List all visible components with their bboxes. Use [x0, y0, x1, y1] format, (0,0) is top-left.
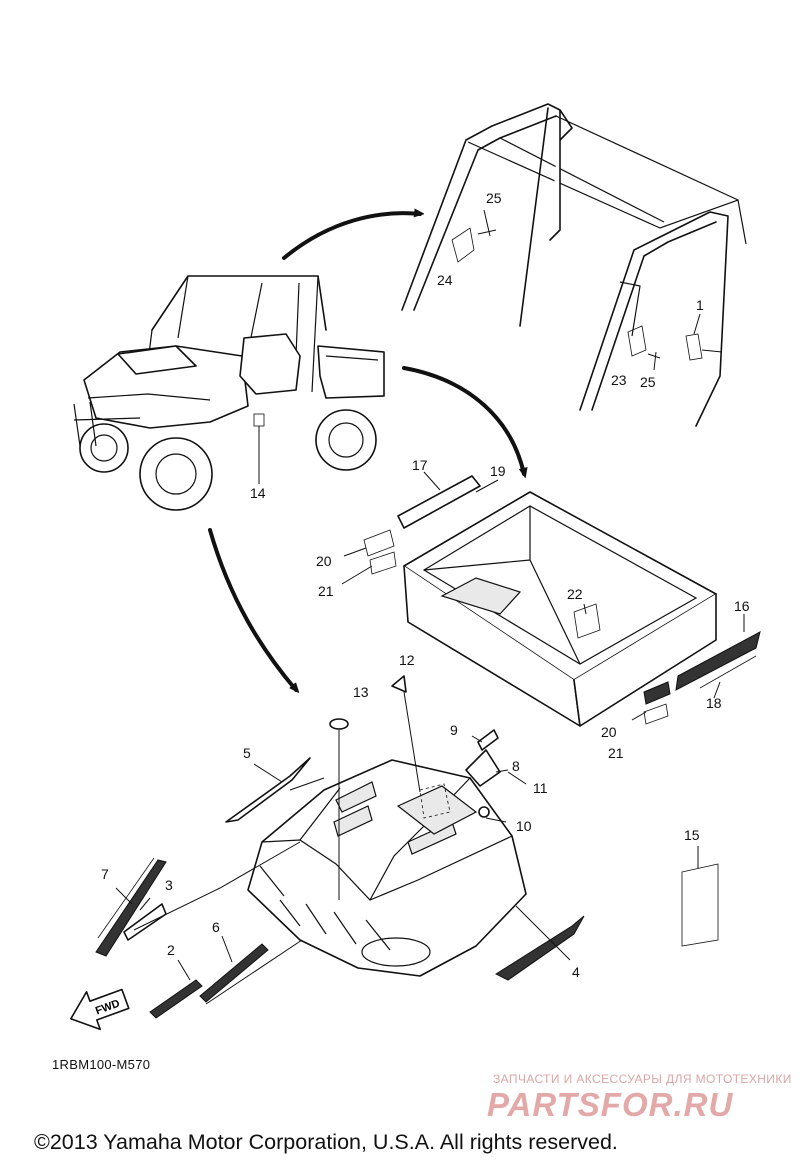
cargo-bed — [341, 471, 761, 727]
callout-11: 11 — [533, 780, 548, 796]
callout-21a: 21 — [318, 583, 334, 599]
callout-2: 2 — [167, 942, 175, 958]
callout-4: 4 — [572, 964, 580, 980]
callout-13: 13 — [353, 684, 369, 700]
callout-19: 19 — [490, 463, 506, 479]
callout-9: 9 — [450, 722, 458, 738]
callout-7: 7 — [101, 866, 109, 882]
callout-20b: 20 — [601, 724, 617, 740]
copyright-notice: ©2013 Yamaha Motor Corporation, U.S.A. A… — [34, 1130, 618, 1154]
vehicle-overview — [73, 275, 385, 511]
callout-18: 18 — [706, 695, 722, 711]
callout-21b: 21 — [608, 745, 624, 761]
callout-17: 17 — [412, 457, 428, 473]
callout-5: 5 — [243, 745, 251, 761]
callout-16: 16 — [734, 598, 750, 614]
flow-arrows — [208, 213, 524, 690]
callout-10: 10 — [516, 818, 532, 834]
callout-25b: 25 — [640, 374, 656, 390]
callout-20a: 20 — [316, 553, 332, 569]
callout-22: 22 — [567, 586, 583, 602]
callout-8: 8 — [512, 758, 520, 774]
callout-6: 6 — [212, 919, 220, 935]
callout-12: 12 — [399, 652, 415, 668]
callout-24: 24 — [437, 272, 453, 288]
diagram-code: 1RBM100-M570 — [52, 1057, 151, 1072]
watermark-tagline: ЗАПЧАСТИ И АКСЕССУАРЫ ДЛЯ МОТОТЕХНИКИ — [493, 1072, 792, 1086]
callout-3: 3 — [165, 877, 173, 893]
callout-14: 14 — [250, 485, 266, 501]
callout-23: 23 — [611, 372, 627, 388]
watermark-brand: PARTSFOR.RU — [487, 1086, 734, 1123]
callout-1: 1 — [696, 297, 704, 313]
front-cowl: FWD — [70, 675, 719, 1031]
callout-25a: 25 — [486, 190, 502, 206]
callout-15: 15 — [684, 827, 700, 843]
callout-labels: 1 2 3 4 5 6 7 8 9 10 11 12 13 14 15 16 1… — [101, 190, 750, 980]
roll-cage — [401, 103, 747, 427]
